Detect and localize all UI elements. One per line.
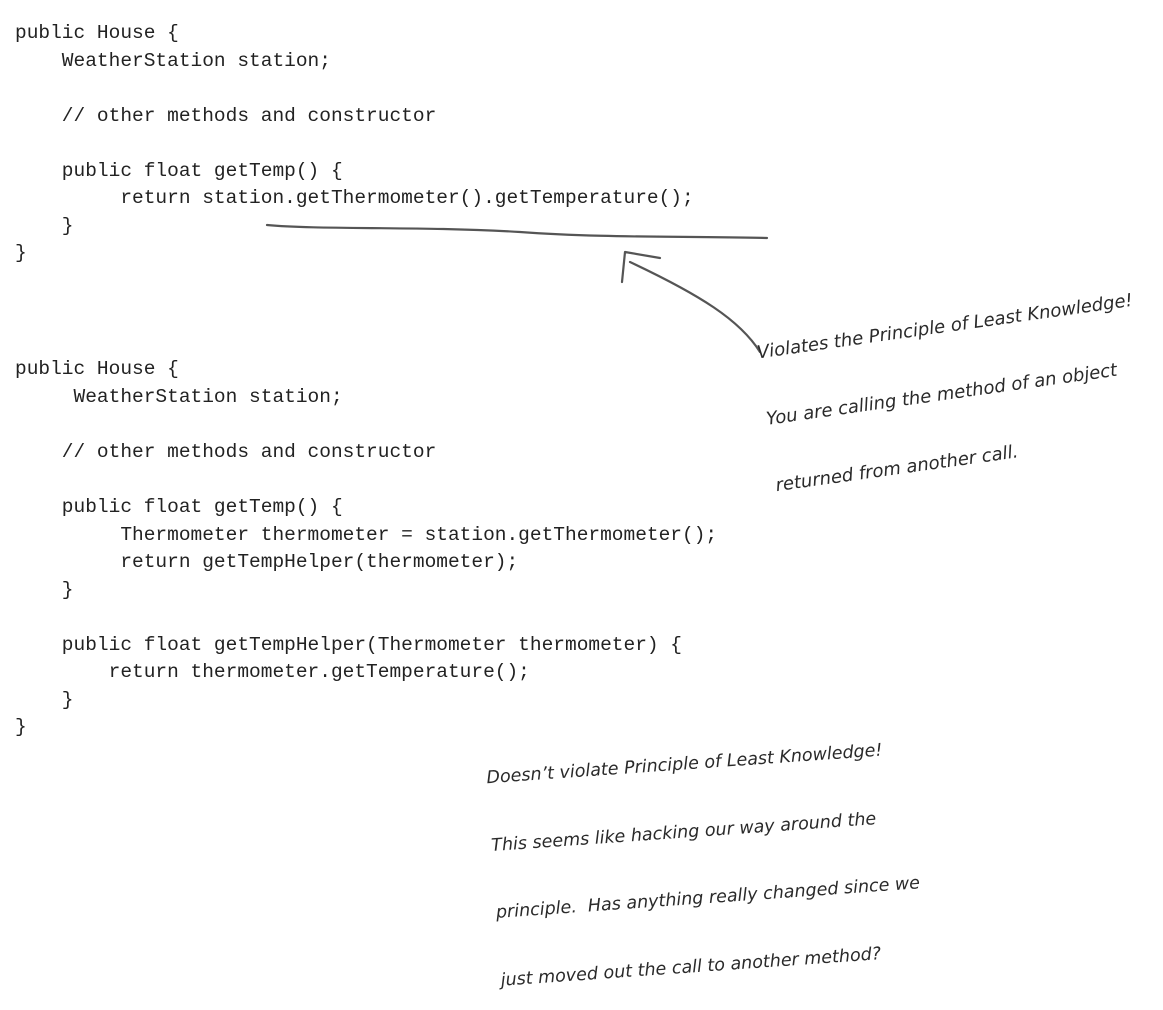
code-line: public float getTemp() {	[15, 496, 343, 518]
arrow-shaft	[628, 260, 762, 354]
annotation-workaround-note: Doesn’t violate Principle of Least Knowl…	[483, 701, 926, 1010]
note-line: Doesn’t violate Principle of Least Knowl…	[485, 740, 884, 789]
code-line: public House {	[15, 22, 179, 44]
code-line: WeatherStation station;	[15, 50, 331, 72]
note-line: Violates the Principle of Least Knowledg…	[755, 289, 1135, 364]
note-line: You are calling the method of an object	[764, 359, 1119, 430]
code-line: }	[15, 579, 74, 601]
underline-stroke	[265, 223, 769, 240]
code-line: public float getTemp() {	[15, 160, 343, 182]
code-line: public float getTempHelper(Thermometer t…	[15, 634, 683, 656]
code-line-violating-call: return station.getThermometer().getTempe…	[15, 187, 694, 209]
code-line: }	[15, 242, 27, 264]
note-line: principle. Has anything really changed s…	[495, 873, 921, 923]
code-line: }	[15, 689, 74, 711]
code-line: return thermometer.getTemperature();	[15, 661, 530, 683]
code-line: public House {	[15, 358, 179, 380]
code-line: Thermometer thermometer = station.getThe…	[15, 524, 718, 546]
note-line: returned from another call.	[774, 441, 1020, 497]
annotation-violation-note: Violates the Principle of Least Knowledg…	[750, 250, 1155, 516]
note-line: This seems like hacking our way around t…	[490, 808, 877, 856]
code-comment: // other methods and constructor	[15, 441, 437, 463]
arrow-head	[620, 250, 662, 284]
code-line: }	[15, 716, 27, 738]
code-line: }	[15, 215, 74, 237]
code-comment: // other methods and constructor	[15, 105, 437, 127]
code-line: return getTempHelper(thermometer);	[15, 551, 519, 573]
code-line: WeatherStation station;	[15, 386, 343, 408]
note-line: just moved out the call to another metho…	[500, 943, 882, 991]
